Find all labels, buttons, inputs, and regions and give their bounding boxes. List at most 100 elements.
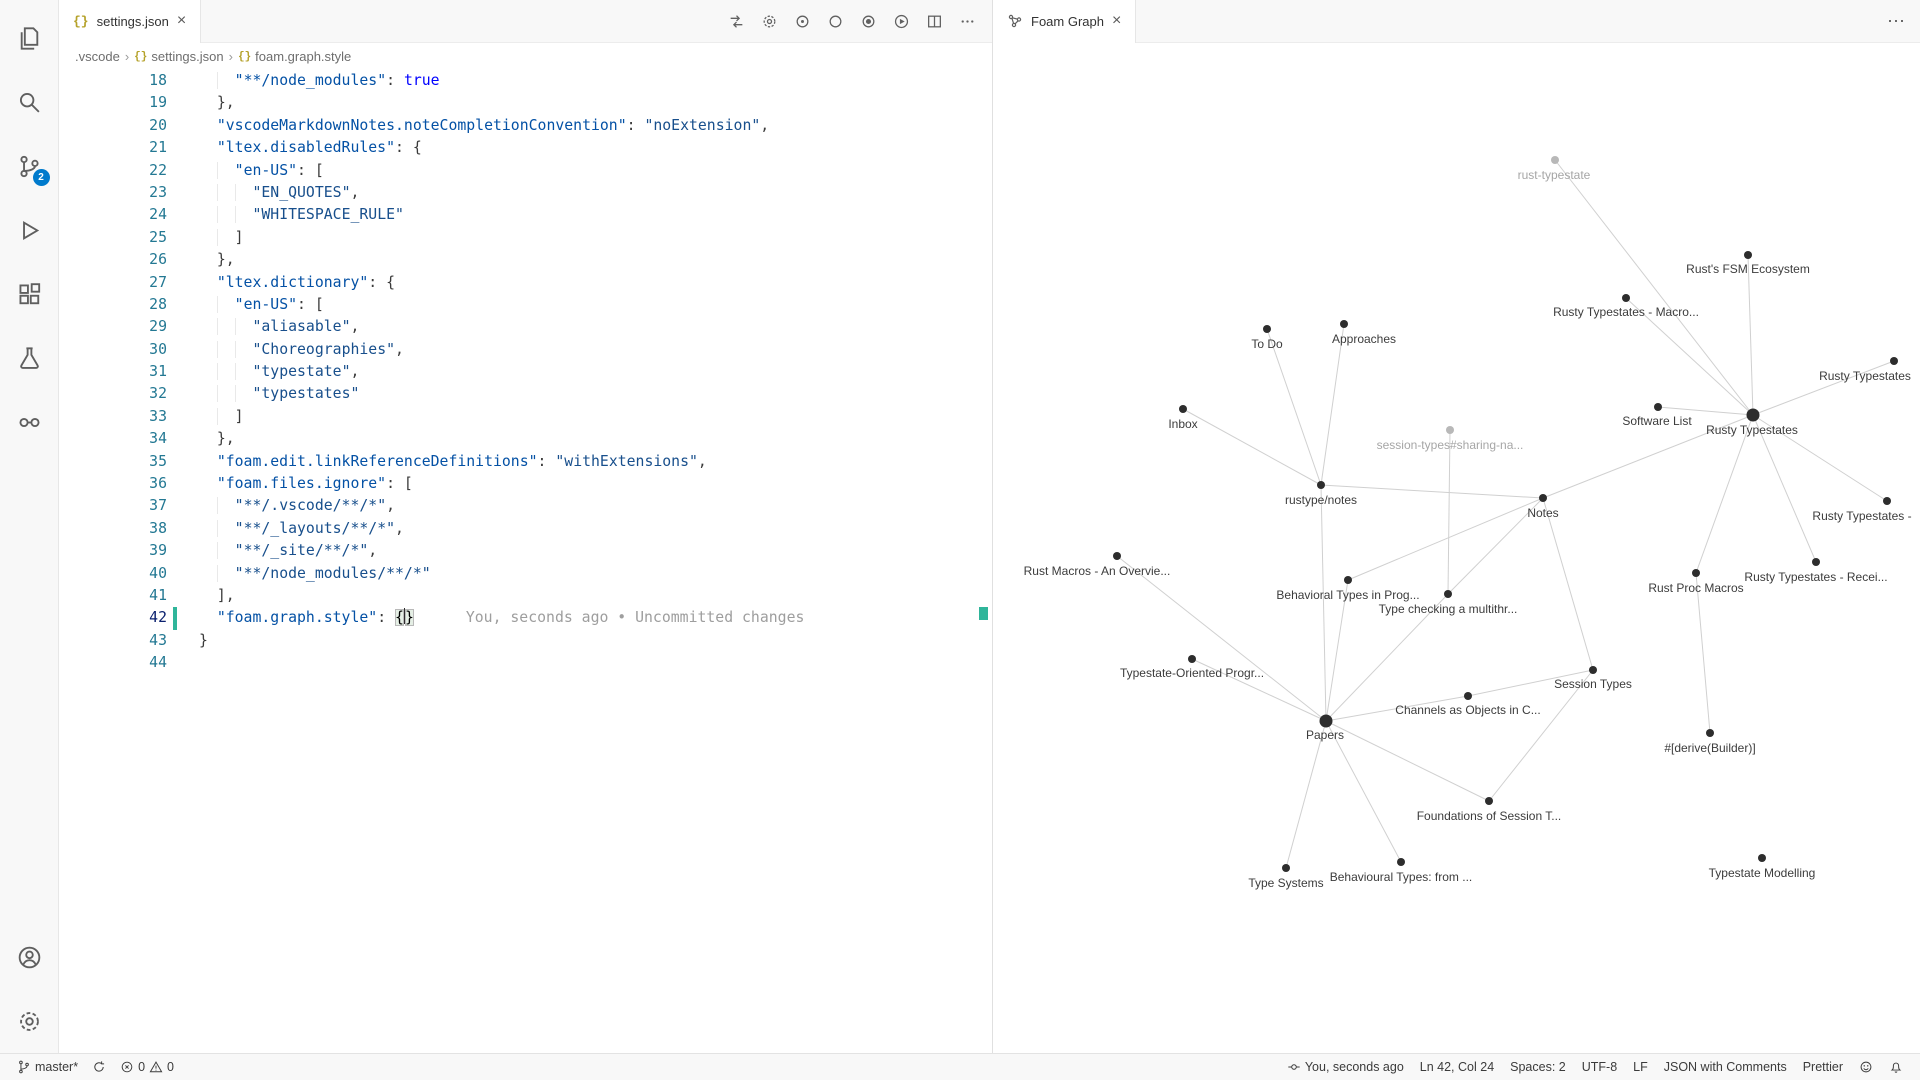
code-line[interactable]: 20 "vscodeMarkdownNotes.noteCompletionCo… xyxy=(59,115,992,137)
code-line[interactable]: 27 "ltex.dictionary": { xyxy=(59,272,992,294)
code-line[interactable]: 39 "**/_site/**/*", xyxy=(59,540,992,562)
tab-foam-graph[interactable]: Foam Graph × xyxy=(993,0,1137,43)
record-icon[interactable] xyxy=(855,8,881,34)
code-line[interactable]: 21 "ltex.disabledRules": { xyxy=(59,137,992,159)
breadcrumb-item-settings-json[interactable]: {} settings.json xyxy=(134,49,223,64)
line-number[interactable]: 18 xyxy=(149,72,167,89)
line-number[interactable]: 41 xyxy=(149,586,167,604)
graph-node[interactable] xyxy=(1890,357,1898,365)
search-icon[interactable] xyxy=(0,70,59,134)
graph-node[interactable] xyxy=(1397,858,1405,866)
graph-node[interactable] xyxy=(1758,854,1766,862)
line-number[interactable]: 22 xyxy=(149,161,167,179)
explorer-icon[interactable] xyxy=(0,6,59,70)
line-number[interactable]: 33 xyxy=(149,407,167,425)
feedback-button[interactable] xyxy=(1854,1060,1878,1074)
code-line[interactable]: 18 "**/node_modules": true xyxy=(59,70,992,92)
graph-node[interactable] xyxy=(1317,481,1325,489)
breadcrumb-item-vscode[interactable]: .vscode xyxy=(75,49,120,64)
close-panel-icon[interactable]: × xyxy=(1111,12,1122,29)
line-number[interactable]: 35 xyxy=(149,452,167,470)
line-number[interactable]: 23 xyxy=(149,183,167,201)
open-changes-icon[interactable] xyxy=(723,8,749,34)
blame-indicator[interactable]: You, seconds ago xyxy=(1282,1060,1409,1074)
formatter-indicator[interactable]: Prettier xyxy=(1798,1060,1848,1074)
source-control-icon[interactable]: 2 xyxy=(0,134,59,198)
code-line[interactable]: 31 "typestate", xyxy=(59,361,992,383)
indentation-indicator[interactable]: Spaces: 2 xyxy=(1505,1060,1571,1074)
circle-outline-icon[interactable] xyxy=(822,8,848,34)
extensions-icon[interactable] xyxy=(0,262,59,326)
line-number[interactable]: 26 xyxy=(149,251,167,269)
line-number[interactable]: 43 xyxy=(149,631,167,649)
graph-node[interactable] xyxy=(1485,797,1493,805)
code-line[interactable]: 38 "**/_layouts/**/*", xyxy=(59,518,992,540)
run-debug-icon[interactable] xyxy=(0,198,59,262)
line-number[interactable]: 21 xyxy=(149,139,167,157)
graph-node[interactable] xyxy=(1113,552,1121,560)
cursor-position-indicator[interactable]: Ln 42, Col 24 xyxy=(1415,1060,1499,1074)
code-line[interactable]: 29 "aliasable", xyxy=(59,316,992,338)
problems-indicator[interactable]: 0 0 xyxy=(115,1060,179,1074)
settings-gear-icon[interactable] xyxy=(0,989,59,1053)
circle-dot-icon[interactable] xyxy=(789,8,815,34)
line-number[interactable]: 27 xyxy=(149,273,167,291)
panel-more-actions-icon[interactable]: ⋯ xyxy=(1887,10,1906,31)
line-number[interactable]: 28 xyxy=(149,295,167,313)
code-line[interactable]: 36 "foam.files.ignore": [ xyxy=(59,473,992,495)
line-number[interactable]: 42 xyxy=(149,609,167,627)
tab-settings-json[interactable]: {} settings.json × xyxy=(59,0,202,43)
graph-node[interactable] xyxy=(1263,325,1271,333)
line-number[interactable]: 37 xyxy=(149,497,167,515)
split-editor-icon[interactable] xyxy=(921,8,947,34)
graph-node[interactable] xyxy=(1179,405,1187,413)
eol-indicator[interactable]: LF xyxy=(1628,1060,1653,1074)
code-line[interactable]: 32 "typestates" xyxy=(59,383,992,405)
account-icon[interactable] xyxy=(0,925,59,989)
code-line[interactable]: 43} xyxy=(59,630,992,652)
graph-node[interactable] xyxy=(1744,251,1752,259)
encoding-indicator[interactable]: UTF-8 xyxy=(1577,1060,1622,1074)
graph-node[interactable] xyxy=(1344,576,1352,584)
graph-node[interactable] xyxy=(1589,666,1597,674)
notifications-button[interactable] xyxy=(1884,1060,1908,1074)
line-number[interactable]: 24 xyxy=(149,206,167,224)
graph-node[interactable] xyxy=(1692,569,1700,577)
graph-node[interactable] xyxy=(1464,692,1472,700)
graph-node[interactable] xyxy=(1282,864,1290,872)
code-line[interactable]: 26 }, xyxy=(59,249,992,271)
more-actions-icon[interactable] xyxy=(954,8,980,34)
code-line[interactable]: 22 "en-US": [ xyxy=(59,160,992,182)
line-number[interactable]: 31 xyxy=(149,363,167,381)
graph-node[interactable] xyxy=(1340,320,1348,328)
line-number[interactable]: 34 xyxy=(149,430,167,448)
graph-node[interactable] xyxy=(1551,156,1559,164)
code-line[interactable]: 25 ] xyxy=(59,227,992,249)
code-line[interactable]: 42 "foam.graph.style": {}You, seconds ag… xyxy=(59,607,992,630)
graph-node[interactable] xyxy=(1706,729,1714,737)
close-tab-icon[interactable]: × xyxy=(176,12,187,29)
graph-node[interactable] xyxy=(1654,403,1662,411)
line-number[interactable]: 36 xyxy=(149,475,167,493)
graph-node[interactable] xyxy=(1319,714,1333,728)
references-icon[interactable] xyxy=(0,390,59,454)
line-number[interactable]: 20 xyxy=(149,116,167,134)
graph-node[interactable] xyxy=(1622,294,1630,302)
graph-node[interactable] xyxy=(1883,497,1891,505)
code-line[interactable]: 34 }, xyxy=(59,428,992,450)
line-number[interactable]: 19 xyxy=(149,94,167,112)
line-number[interactable]: 30 xyxy=(149,340,167,358)
line-number[interactable]: 25 xyxy=(149,228,167,246)
open-settings-ui-icon[interactable] xyxy=(756,8,782,34)
graph-node[interactable] xyxy=(1444,590,1452,598)
graph-node[interactable] xyxy=(1188,655,1196,663)
line-number[interactable]: 32 xyxy=(149,385,167,403)
sync-button[interactable] xyxy=(87,1060,111,1074)
line-number[interactable]: 44 xyxy=(149,654,167,672)
code-line[interactable]: 19 }, xyxy=(59,92,992,114)
run-code-icon[interactable] xyxy=(888,8,914,34)
code-line[interactable]: 37 "**/.vscode/**/*", xyxy=(59,495,992,517)
code-line[interactable]: 30 "Choreographies", xyxy=(59,339,992,361)
code-line[interactable]: 23 "EN_QUOTES", xyxy=(59,182,992,204)
